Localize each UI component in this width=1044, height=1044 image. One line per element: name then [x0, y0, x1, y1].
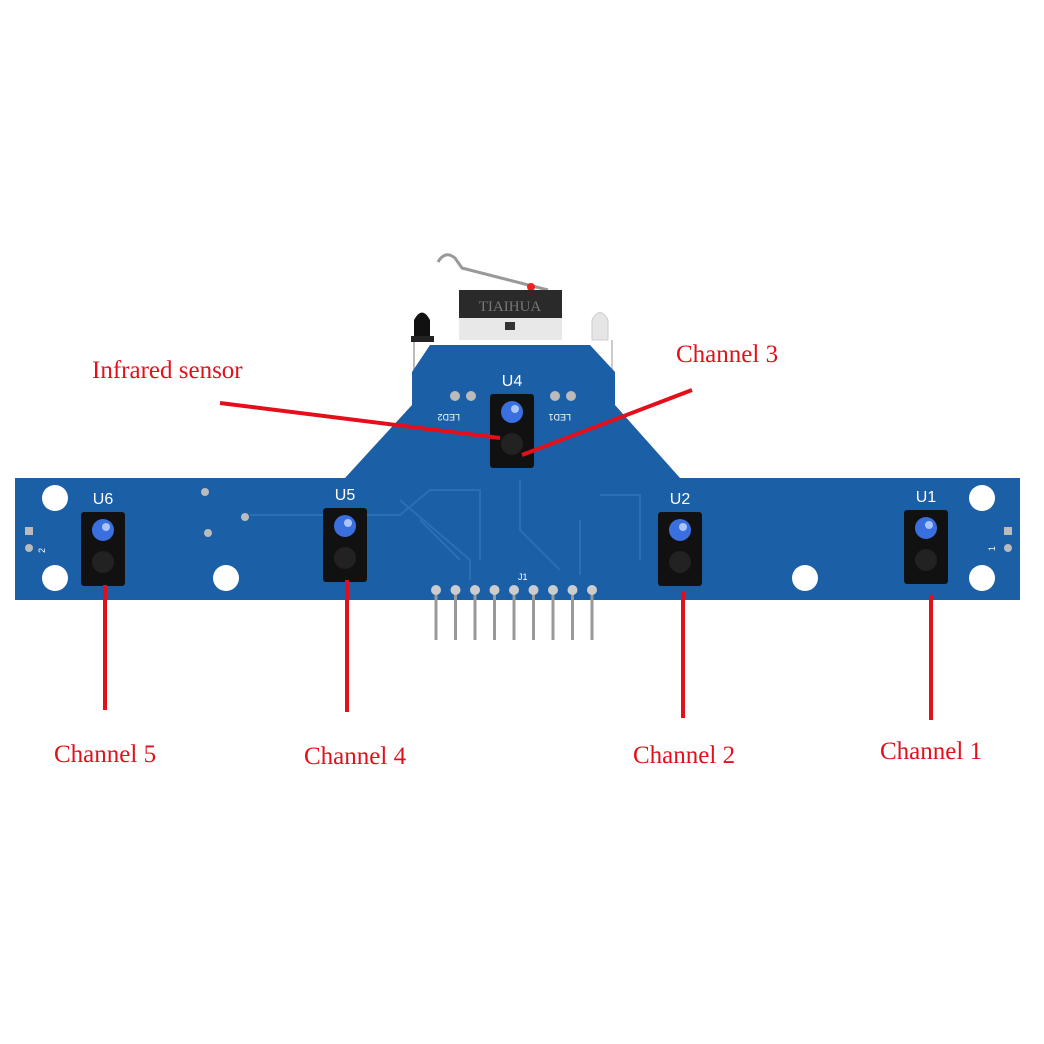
- sensor-u2: U2: [658, 491, 702, 586]
- label-channel-1: Channel 1: [880, 738, 983, 765]
- sensor-label: U1: [916, 489, 937, 506]
- leader-infrared-sensor: [219, 401, 501, 440]
- ir-emitter-icon: [915, 517, 937, 539]
- microswitch: TIAIHUA: [436, 253, 562, 340]
- leader-channel-3: [521, 388, 693, 457]
- switch-brand: TIAIHUA: [479, 299, 542, 315]
- sensor-u4: U4: [490, 373, 534, 468]
- label-channel-2: Channel 2: [633, 742, 736, 769]
- pin-header-j1: J1: [431, 572, 597, 640]
- sensor-label: U2: [670, 491, 691, 508]
- pin-label-2: 2: [37, 548, 47, 553]
- header-pad: [489, 585, 500, 595]
- header-pad: [450, 585, 461, 595]
- led1-label: LED1: [548, 412, 571, 422]
- led2-label: LED2: [437, 412, 460, 422]
- header-pad: [548, 585, 558, 595]
- sensor-label: U6: [93, 491, 114, 508]
- pin-label-1: 1: [987, 546, 997, 551]
- vias: [25, 391, 1012, 552]
- ir-receiver-icon: [501, 433, 523, 455]
- ir-emitter-icon: [334, 515, 356, 537]
- ir-receiver-icon: [669, 551, 691, 573]
- sensor-label: U5: [335, 487, 356, 504]
- sensor-label: U4: [502, 373, 523, 390]
- mounting-holes: [42, 485, 995, 591]
- ir-emitter-icon: [501, 401, 523, 423]
- ir-receiver-icon: [92, 551, 114, 573]
- pcb-board: [15, 345, 1020, 600]
- j1-label: J1: [518, 572, 528, 582]
- header-pad: [528, 585, 539, 595]
- sensor-u1: U1: [904, 489, 948, 584]
- sensor-u6: U6: [81, 491, 125, 586]
- ir-receiver-icon: [915, 549, 937, 571]
- header-pad: [587, 585, 597, 595]
- label-channel-4: Channel 4: [304, 743, 407, 770]
- label-infrared-sensor: Infrared sensor: [92, 357, 243, 384]
- ir-emitter-icon: [92, 519, 114, 541]
- sensor-u5: U5: [323, 487, 367, 582]
- ir-receiver-icon: [334, 547, 356, 569]
- header-pad: [509, 585, 519, 595]
- ir-emitter-icon: [669, 519, 691, 541]
- label-channel-5: Channel 5: [54, 741, 157, 768]
- header-pad: [470, 585, 480, 595]
- label-channel-3: Channel 3: [676, 341, 779, 368]
- header-pad: [431, 585, 441, 595]
- header-pad: [567, 585, 578, 595]
- annotation-lines: [103, 388, 933, 720]
